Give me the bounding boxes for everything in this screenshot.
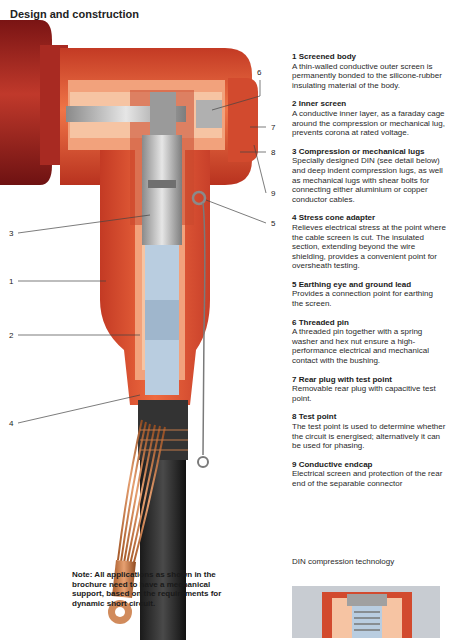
callout-number: 8 [270,148,276,157]
section-heading: 1 Screened body [292,52,446,62]
section-heading: 8 Test point [292,412,446,422]
callout-number: 4 [8,419,14,428]
callout-number: 7 [270,123,276,132]
callout-number: 2 [8,331,14,340]
description-text: Electrical screen and protection of the … [292,469,446,488]
description-section: 1 Screened bodyA thin-walled conductive … [292,52,446,90]
description-text: A thin-walled conductive outer screen is… [292,62,446,91]
description-text: The test point is used to determine whet… [292,422,446,451]
section-heading: 7 Rear plug with test point [292,375,446,385]
description-section: 2 Inner screenA conductive inner layer, … [292,99,446,137]
callout-number: 6 [256,68,262,77]
page-title: Design and construction [10,8,139,20]
description-column: 1 Screened bodyA thin-walled conductive … [292,52,446,498]
description-text: Specially designed DIN (see detail below… [292,156,446,204]
section-heading: 4 Stress cone adapter [292,213,446,223]
note-text: Note: All applications as shown in the b… [72,570,232,608]
callout-number: 9 [270,189,276,198]
description-section: 9 Conductive endcapElectrical screen and… [292,460,446,489]
section-heading: 9 Conductive endcap [292,460,446,470]
callout-number: 5 [270,219,276,228]
callout-number: 3 [8,229,14,238]
description-section: 6 Threaded pinA threaded pin together wi… [292,318,446,366]
section-heading: 2 Inner screen [292,99,446,109]
description-section: 8 Test pointThe test point is used to de… [292,412,446,450]
din-inset-illustration [292,586,440,638]
section-heading: 6 Threaded pin [292,318,446,328]
description-text: Provides a connection point for earthing… [292,289,446,308]
callout-number: 1 [8,277,14,286]
description-section: 7 Rear plug with test pointRemovable rea… [292,375,446,404]
description-text: Removable rear plug with capacitive test… [292,384,446,403]
description-section: 4 Stress cone adapterRelieves electrical… [292,213,446,271]
description-text: A conductive inner layer, as a faraday c… [292,109,446,138]
description-text: Relieves electrical stress at the point … [292,223,446,271]
description-section: 3 Compression or mechanical lugsSpeciall… [292,147,446,205]
section-heading: 3 Compression or mechanical lugs [292,147,446,157]
section-heading: 5 Earthing eye and ground lead [292,280,446,290]
description-section: 5 Earthing eye and ground leadProvides a… [292,280,446,309]
description-text: A threaded pin together with a spring wa… [292,327,446,365]
inset-caption: DIN compression technology [292,557,446,567]
